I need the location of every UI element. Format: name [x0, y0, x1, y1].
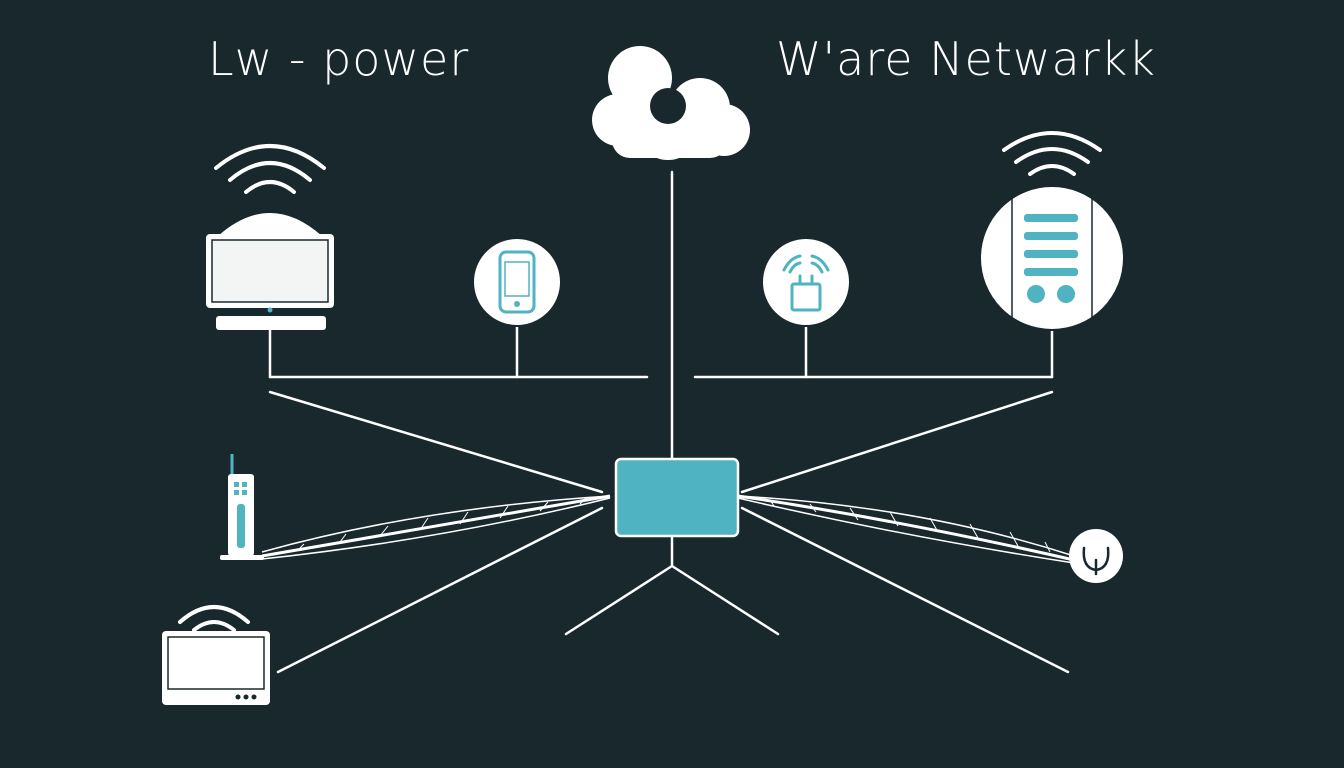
server-device [979, 131, 1125, 331]
connection-lines [268, 170, 1070, 674]
hub-leg-right [670, 564, 780, 636]
monitor-dome [218, 213, 322, 236]
wifi-signal-icon [178, 605, 250, 632]
tablet-hub-link [276, 506, 604, 674]
cloud-icon [592, 46, 750, 160]
monitor-device [206, 144, 334, 330]
monitor-hub-link [268, 390, 604, 494]
sync-icon [1082, 546, 1110, 576]
title-right: W'are Netwarkk [776, 32, 1156, 86]
tablet-device [162, 605, 270, 705]
wifi-signal-icon [1002, 131, 1102, 176]
server-icon [1011, 196, 1093, 322]
monitor-icon [206, 234, 334, 330]
braided-cable-left [261, 494, 611, 560]
wireless-sensor-icon [782, 254, 830, 312]
tablet-icon [162, 631, 270, 705]
hub-lower-right-link [740, 506, 1070, 674]
router-antenna-icon [220, 454, 264, 560]
hub-leg-left [564, 564, 674, 636]
smartphone-node [472, 237, 562, 327]
braided-cable-right [737, 494, 1075, 564]
wireless-sensor-node [761, 237, 851, 327]
smartphone-icon [498, 250, 536, 314]
server-hub-link [740, 390, 1054, 494]
link-node [1069, 529, 1123, 583]
cloud-core-ring [650, 88, 686, 124]
hub-box [614, 457, 740, 538]
wifi-signal-icon [214, 144, 326, 194]
title-left: Lw - power [208, 32, 470, 86]
